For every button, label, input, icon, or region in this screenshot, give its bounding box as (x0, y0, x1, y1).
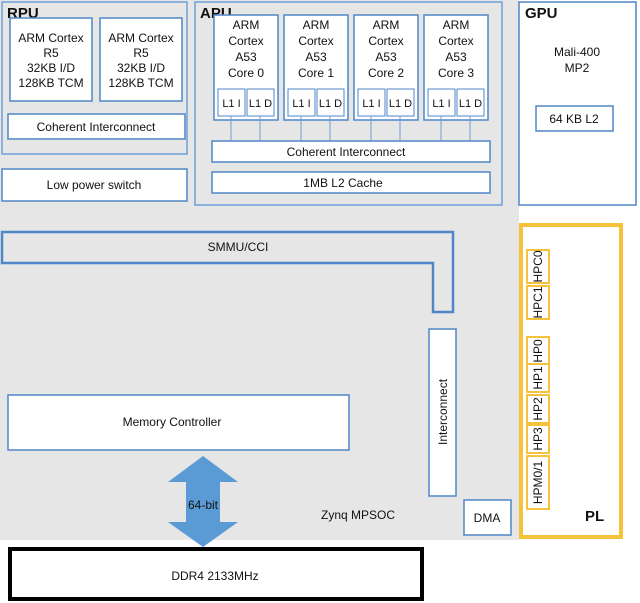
pl-port-4-label: HP2 (531, 397, 545, 421)
rpu-core-1-line-4: 128KB TCM (108, 76, 173, 90)
rpu-core-1-line-1: ARM Cortex (108, 31, 173, 45)
smmu-cci-bus (0, 230, 455, 314)
apu-core-3-line-4: Core 3 (438, 66, 474, 80)
apu-core-3-l1d-label: L1 D (459, 98, 482, 110)
rpu-coherent-interconnect (7, 113, 186, 140)
pl-port-5 (526, 424, 550, 454)
apu-core-2-l1d-label: L1 D (389, 98, 412, 110)
apu-core-1-line-1: ARM (303, 18, 330, 32)
apu-core-0-l1d-label: L1 D (249, 98, 272, 110)
apu-l2-cache (211, 171, 491, 194)
apu-core-2-l1d (386, 88, 415, 117)
apu-coherent-interconnect (211, 140, 491, 163)
rpu-core-0-line-3: 32KB I/D (27, 61, 75, 75)
apu-core-0-l1i (217, 88, 246, 117)
apu-core-0-line-3: A53 (235, 50, 257, 64)
apu-core-1-line-2: Cortex (298, 34, 333, 48)
vertical-interconnect-label: Interconnect (436, 378, 450, 445)
apu-core-3-l1i-label: L1 I (432, 98, 450, 110)
apu-coherent-interconnect-label: Coherent Interconnect (287, 145, 406, 159)
apu-core-1-line-4: Core 1 (298, 66, 334, 80)
low-power-switch-label: Low power switch (47, 178, 142, 192)
soc-name: Zynq MPSOC (321, 508, 395, 522)
gpu-block: GPU Mali-400 MP2 64 KB L2 (518, 1, 637, 206)
ddr-memory (8, 547, 424, 601)
pl-port-6 (526, 455, 550, 510)
pl-port-1 (526, 285, 550, 320)
apu-core-1-l1i-label: L1 I (292, 98, 310, 110)
apu-core-0-l1d (246, 88, 275, 117)
gpu-name-line-1: Mali-400 (554, 45, 600, 59)
rpu-coherent-interconnect-label: Coherent Interconnect (37, 120, 156, 134)
apu-core-1-l1i (287, 88, 316, 117)
ddr-label: DDR4 2133MHz (171, 569, 258, 583)
rpu-core-1 (99, 17, 183, 102)
rpu-core-1-line-2: R5 (133, 46, 149, 60)
apu-core-2-line-4: Core 2 (368, 66, 404, 80)
bus-width-label: 64-bit (188, 498, 219, 512)
pl-port-0 (526, 249, 550, 284)
rpu-core-0-line-1: ARM Cortex (18, 31, 83, 45)
apu-core-2-l1i-label: L1 I (362, 98, 380, 110)
pl-port-0-label: HPC0 (531, 250, 545, 282)
bus-width-arrow (168, 456, 238, 547)
apu-core-2-line-3: A53 (375, 50, 397, 64)
memory-controller-label: Memory Controller (123, 415, 222, 429)
smmu-cci-label: SMMU/CCI (208, 240, 269, 254)
apu-core-0-line-1: ARM (233, 18, 260, 32)
apu-core-1-line-3: A53 (305, 50, 327, 64)
rpu-core-0 (9, 17, 93, 102)
rpu-core-1-line-3: 32KB I/D (117, 61, 165, 75)
apu-core-1-l1d-label: L1 D (319, 98, 342, 110)
gpu-name-line-2: MP2 (565, 61, 590, 75)
dma-label: DMA (474, 511, 501, 525)
pl-port-2-label: HP0 (531, 339, 545, 363)
apu-core-2-line-2: Cortex (368, 34, 403, 48)
pl-port-6-label: HPM0/1 (531, 461, 545, 505)
gpu-l2-cache (535, 105, 614, 132)
apu-core-2-l1i (357, 88, 386, 117)
apu-core-1-l1d (316, 88, 345, 117)
apu-core-3-line-3: A53 (445, 50, 467, 64)
apu-core-3-line-2: Cortex (438, 34, 473, 48)
apu-core-3-line-1: ARM (443, 18, 470, 32)
rpu-core-0-line-4: 128KB TCM (18, 76, 83, 90)
pl-port-3-label: HP1 (531, 366, 545, 390)
apu-core-3-l1d (456, 88, 485, 117)
rpu-block: RPU ARM Cortex R5 32KB I/D 128KB TCM ARM… (1, 1, 188, 155)
apu-core-0-l1i-label: L1 I (222, 98, 240, 110)
apu-l2-cache-label: 1MB L2 Cache (303, 176, 383, 190)
apu-core-3-l1i (427, 88, 456, 117)
low-power-switch (1, 168, 188, 202)
apu-core-0-line-4: Core 0 (228, 66, 264, 80)
pl-port-4 (526, 394, 550, 424)
dma-block (463, 499, 512, 536)
pl-port-1-label: HPC1 (531, 286, 545, 318)
memory-controller (7, 394, 350, 451)
gpu-container (518, 1, 637, 206)
pl-title: PL (585, 508, 604, 525)
rpu-core-0-line-2: R5 (43, 46, 59, 60)
vertical-interconnect (428, 328, 457, 497)
apu-core-0-line-2: Cortex (228, 34, 263, 48)
pl-port-3 (526, 363, 550, 393)
apu-core-2-line-1: ARM (373, 18, 400, 32)
gpu-l2-cache-label: 64 KB L2 (549, 112, 599, 126)
pl-port-5-label: HP3 (531, 427, 545, 451)
gpu-title: GPU (525, 5, 558, 22)
